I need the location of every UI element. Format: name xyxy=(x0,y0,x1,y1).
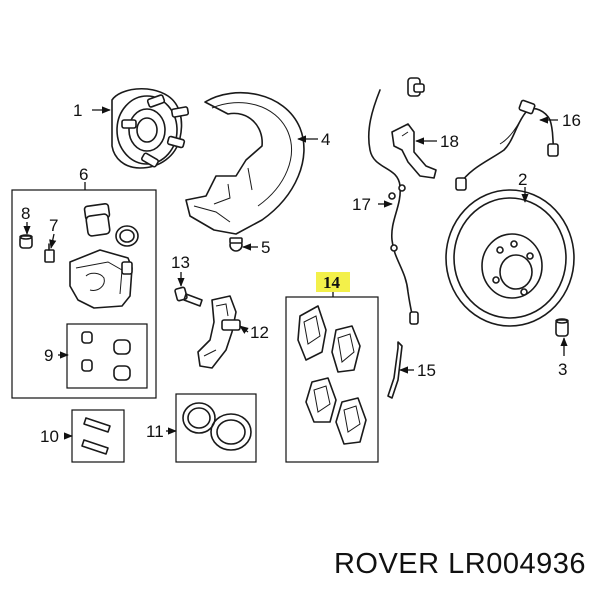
carrier-bolt-part xyxy=(174,286,203,307)
brake-pad-parts xyxy=(297,305,367,445)
callout-11: 11 xyxy=(146,422,164,441)
callout-18: 18 xyxy=(440,132,459,151)
callout-13: 13 xyxy=(171,253,190,272)
caliper-kit-box xyxy=(11,189,157,399)
bleed-screw-part xyxy=(44,243,55,263)
caliper-cap-part xyxy=(19,234,33,249)
caliper-carrier-part xyxy=(197,295,241,369)
caliper-seal-parts xyxy=(83,202,139,247)
anti-rattle-clip-part xyxy=(387,341,403,399)
guide-pin-parts xyxy=(81,417,111,455)
piston-seal-parts xyxy=(182,402,252,451)
callout-4: 4 xyxy=(321,130,330,149)
callout-3: 3 xyxy=(558,360,567,379)
callout-15: 15 xyxy=(417,361,436,380)
leader-lines xyxy=(23,106,568,440)
callout-5: 5 xyxy=(261,238,270,257)
callout-10: 10 xyxy=(40,427,59,446)
brake-splash-shield-part xyxy=(185,91,305,235)
callout-17: 17 xyxy=(352,195,371,214)
brake-hose-part xyxy=(455,99,559,191)
brake-pad-box xyxy=(285,296,379,463)
caliper-body-part xyxy=(69,249,133,309)
rotor-screw-part xyxy=(555,318,569,337)
callout-14: 14 xyxy=(323,273,341,292)
part-number-caption: ROVER LR004936 xyxy=(333,548,586,580)
boot-kit-box xyxy=(66,323,148,389)
guide-pin-box xyxy=(71,409,125,463)
shield-bolt-part xyxy=(229,237,243,252)
callout-8: 8 xyxy=(21,204,30,223)
callout-2: 2 xyxy=(518,170,527,189)
guide-boot-parts xyxy=(81,331,131,381)
callout-labels: 1 2 3 4 5 6 7 8 9 10 11 12 13 14 15 16 1… xyxy=(21,101,581,446)
brake-rotor-part xyxy=(445,189,575,327)
callout-7: 7 xyxy=(49,216,58,235)
callout-16: 16 xyxy=(562,111,581,130)
callout-9: 9 xyxy=(44,346,53,365)
highlight-marker xyxy=(316,272,350,292)
callout-12: 12 xyxy=(250,323,269,342)
wear-sensor-cable-part xyxy=(367,77,425,325)
wheel-hub-part xyxy=(111,87,190,169)
callout-1: 1 xyxy=(73,101,82,120)
sensor-bracket-part xyxy=(391,123,437,179)
callout-6: 6 xyxy=(79,165,88,184)
